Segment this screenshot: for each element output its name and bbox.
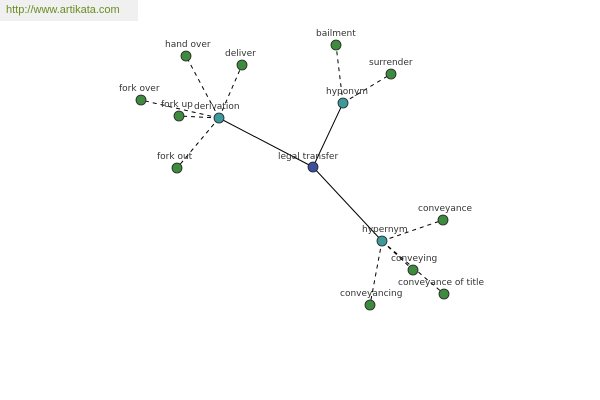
node-label-fork-up[interactable]: fork up	[161, 100, 193, 110]
node-marker-hand-over[interactable]	[180, 50, 192, 62]
node-label-surrender[interactable]: surrender	[369, 58, 413, 68]
edge-legal-transfer-to-hypernym	[312, 166, 383, 242]
node-label-hand-over[interactable]: hand over	[165, 40, 211, 50]
node-marker-surrender[interactable]	[385, 68, 397, 80]
node-surrender[interactable]: surrender	[369, 58, 413, 80]
node-label-conveyancing[interactable]: conveyancing	[340, 289, 402, 299]
edge-hypernym-to-conveyance	[381, 219, 444, 242]
node-marker-conveyance[interactable]	[437, 214, 449, 226]
edge-hyponym-to-bailment	[335, 44, 344, 104]
node-conveying[interactable]: conveying	[391, 254, 437, 276]
nodes-layer: legal transfer derivation hyponym hypernym h…	[119, 29, 485, 311]
node-label-legal-transfer[interactable]: legal transfer	[278, 152, 338, 162]
node-label-conveying[interactable]: conveying	[391, 254, 437, 264]
edge-hypernym-to-conveyancing	[369, 240, 383, 306]
node-label-deliver[interactable]: deliver	[225, 49, 256, 59]
node-label-fork-over[interactable]: fork over	[119, 84, 160, 94]
node-legal-transfer[interactable]: legal transfer	[278, 152, 338, 173]
node-hyponym[interactable]: hyponym	[326, 87, 368, 109]
node-marker-derivation[interactable]	[213, 112, 225, 124]
edge-hyponym-to-surrender	[342, 73, 392, 104]
edge-hypernym-to-conveying	[381, 240, 414, 271]
node-conveyancing[interactable]: conveyancing	[340, 289, 402, 311]
edge-derivation-to-deliver	[218, 64, 243, 119]
edge-derivation-to-hand-over	[185, 55, 220, 119]
edge-derivation-to-fork-up	[178, 115, 220, 119]
node-marker-conveyancing[interactable]	[364, 299, 376, 311]
edges-layer	[140, 44, 445, 306]
node-conveyance-of-title[interactable]: conveyance of title	[398, 278, 485, 300]
node-marker-hypernym[interactable]	[376, 235, 388, 247]
node-marker-conveying[interactable]	[407, 264, 419, 276]
node-fork-out[interactable]: fork out	[157, 152, 193, 174]
node-hypernym[interactable]: hypernym	[362, 225, 408, 247]
node-marker-fork-up[interactable]	[173, 110, 185, 122]
site-url-banner[interactable]: http://www.artikata.com	[0, 0, 138, 21]
node-hand-over[interactable]: hand over	[165, 40, 211, 62]
node-label-conveyance-of-title[interactable]: conveyance of title	[398, 278, 485, 288]
node-marker-legal-transfer[interactable]	[307, 161, 319, 173]
node-marker-fork-over[interactable]	[135, 94, 147, 106]
node-marker-fork-out[interactable]	[171, 162, 183, 174]
node-label-hypernym[interactable]: hypernym	[362, 225, 408, 235]
node-deliver[interactable]: deliver	[225, 49, 256, 71]
node-derivation[interactable]: derivation	[194, 102, 240, 124]
edge-legal-transfer-to-derivation	[218, 117, 314, 168]
node-marker-hyponym[interactable]	[337, 97, 349, 109]
node-label-bailment[interactable]: bailment	[316, 29, 356, 39]
node-label-fork-out[interactable]: fork out	[157, 152, 193, 162]
node-conveyance[interactable]: conveyance	[418, 204, 473, 226]
node-marker-bailment[interactable]	[330, 39, 342, 51]
edge-derivation-to-fork-out	[176, 117, 220, 169]
node-bailment[interactable]: bailment	[316, 29, 356, 51]
edge-legal-transfer-to-hyponym	[312, 102, 344, 168]
node-marker-conveyance-of-title[interactable]	[438, 288, 450, 300]
edge-derivation-to-fork-over	[140, 99, 220, 119]
node-label-hyponym[interactable]: hyponym	[326, 87, 368, 97]
node-marker-deliver[interactable]	[236, 59, 248, 71]
node-fork-up[interactable]: fork up	[161, 100, 193, 122]
node-label-conveyance[interactable]: conveyance	[418, 204, 473, 214]
node-label-derivation[interactable]: derivation	[194, 102, 240, 112]
node-fork-over[interactable]: fork over	[119, 84, 160, 106]
